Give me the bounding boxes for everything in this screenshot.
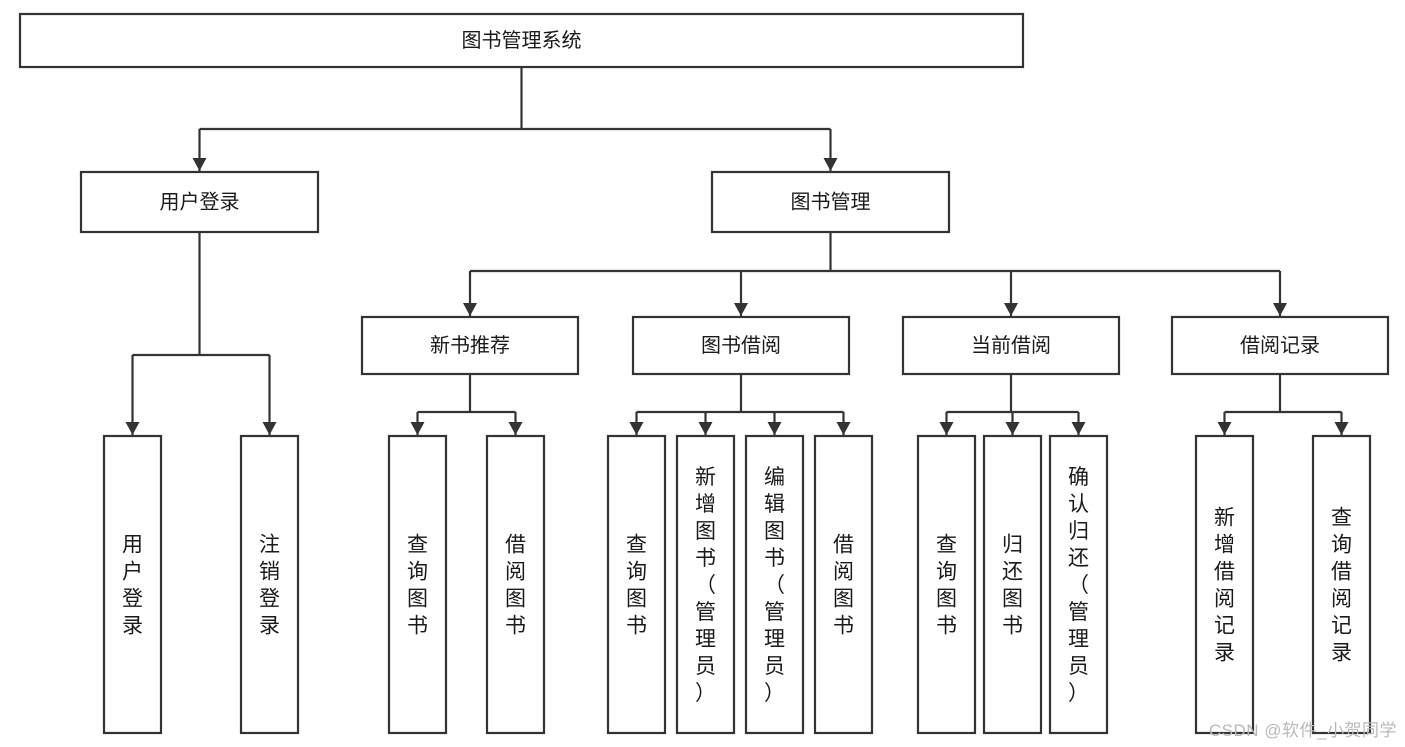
node-box-borrow-book-2 bbox=[813, 434, 874, 735]
node-box-query-book-3 bbox=[916, 434, 977, 735]
node-query-book-2[interactable]: 查询图书 bbox=[606, 434, 667, 735]
connector-arrow bbox=[836, 422, 851, 435]
connector-arrow bbox=[192, 158, 207, 171]
node-edit-book-admin[interactable]: 编辑图书（管理员） bbox=[744, 434, 805, 735]
node-query-borrow-record[interactable]: 查询借阅记录 bbox=[1311, 434, 1372, 735]
connector-arrow bbox=[410, 422, 425, 435]
connector-arrow bbox=[1005, 422, 1020, 435]
connector-arrow bbox=[734, 303, 748, 316]
node-query-book-1[interactable]: 查询图书 bbox=[387, 434, 448, 735]
node-confirm-return-admin[interactable]: 确认归还（管理员） bbox=[1048, 434, 1109, 735]
node-box-user-login bbox=[79, 170, 320, 234]
connector-arrow bbox=[1334, 422, 1349, 435]
node-label-query-book-3: 查询图书 bbox=[936, 534, 957, 638]
node-label-user-login-do: 用户登录 bbox=[122, 534, 143, 638]
node-box-borrow-book-1 bbox=[485, 434, 546, 735]
connector-arrow bbox=[508, 422, 523, 435]
node-box-return-book bbox=[982, 434, 1043, 735]
node-label-confirm-return-admin: 确认归还（管理员） bbox=[1068, 466, 1089, 705]
node-borrow-records[interactable]: 借阅记录 bbox=[1170, 315, 1390, 376]
connector-arrow bbox=[629, 422, 644, 435]
node-box-edit-book-admin bbox=[744, 434, 805, 735]
connector-arrow bbox=[767, 422, 782, 435]
node-box-query-book-1 bbox=[387, 434, 448, 735]
node-box-borrow-records bbox=[1170, 315, 1390, 376]
node-user-login-do[interactable]: 用户登录 bbox=[102, 434, 163, 735]
node-query-book-3[interactable]: 查询图书 bbox=[916, 434, 977, 735]
node-return-book[interactable]: 归还图书 bbox=[982, 434, 1043, 735]
node-box-new-book-recommend bbox=[360, 315, 580, 376]
node-box-user-logout bbox=[239, 434, 300, 735]
connector-arrow bbox=[1071, 422, 1086, 435]
node-label-edit-book-admin: 编辑图书（管理员） bbox=[764, 466, 785, 705]
node-box-confirm-return-admin bbox=[1048, 434, 1109, 735]
connector-arrow bbox=[698, 422, 713, 435]
node-root[interactable]: 图书管理系统 bbox=[18, 12, 1025, 69]
node-label-current-borrow: 当前借阅 bbox=[971, 334, 1051, 357]
node-box-query-book-2 bbox=[606, 434, 667, 735]
node-label-query-book-2: 查询图书 bbox=[626, 534, 647, 638]
node-new-book-recommend[interactable]: 新书推荐 bbox=[360, 315, 580, 376]
node-add-borrow-record[interactable]: 新增借阅记录 bbox=[1194, 434, 1255, 735]
node-box-add-borrow-record bbox=[1194, 434, 1255, 735]
node-box-user-login-do bbox=[102, 434, 163, 735]
csdn-watermark: CSDN @软件_小贺同学 bbox=[1208, 721, 1397, 740]
connector-arrow bbox=[125, 422, 140, 435]
node-label-add-borrow-record: 新增借阅记录 bbox=[1214, 507, 1235, 665]
node-book-borrow[interactable]: 图书借阅 bbox=[631, 315, 851, 376]
connector-arrow bbox=[262, 422, 277, 435]
node-label-add-book-admin: 新增图书（管理员） bbox=[695, 466, 716, 705]
node-label-borrow-book-2: 借阅图书 bbox=[833, 534, 854, 638]
node-label-query-book-1: 查询图书 bbox=[407, 534, 428, 638]
node-box-current-borrow bbox=[901, 315, 1121, 376]
node-borrow-book-1[interactable]: 借阅图书 bbox=[485, 434, 546, 735]
node-box-query-borrow-record bbox=[1311, 434, 1372, 735]
node-box-add-book-admin bbox=[675, 434, 736, 735]
node-label-book-borrow: 图书借阅 bbox=[701, 334, 781, 357]
node-user-logout[interactable]: 注销登录 bbox=[239, 434, 300, 735]
connector-arrow bbox=[1273, 303, 1287, 316]
node-label-return-book: 归还图书 bbox=[1002, 534, 1023, 638]
node-label-new-book-recommend: 新书推荐 bbox=[430, 334, 510, 357]
node-add-book-admin[interactable]: 新增图书（管理员） bbox=[675, 434, 736, 735]
node-label-borrow-book-1: 借阅图书 bbox=[505, 534, 526, 638]
node-current-borrow[interactable]: 当前借阅 bbox=[901, 315, 1121, 376]
node-box-book-borrow bbox=[631, 315, 851, 376]
node-label-query-borrow-record: 查询借阅记录 bbox=[1331, 507, 1352, 665]
node-user-login[interactable]: 用户登录 bbox=[79, 170, 320, 234]
node-label-user-login: 用户登录 bbox=[160, 190, 240, 213]
connector-arrow bbox=[823, 158, 838, 171]
node-box-book-management bbox=[710, 170, 951, 234]
connector-arrow bbox=[939, 422, 954, 435]
node-label-user-logout: 注销登录 bbox=[259, 534, 280, 638]
connector-arrow bbox=[463, 303, 477, 316]
node-label-borrow-records: 借阅记录 bbox=[1240, 334, 1320, 357]
node-book-management[interactable]: 图书管理 bbox=[710, 170, 951, 234]
connector-arrow bbox=[1004, 303, 1018, 316]
node-box-root bbox=[18, 12, 1025, 69]
node-label-root: 图书管理系统 bbox=[462, 29, 582, 52]
connector-arrow bbox=[1217, 422, 1232, 435]
node-label-book-management: 图书管理 bbox=[791, 190, 871, 213]
node-borrow-book-2[interactable]: 借阅图书 bbox=[813, 434, 874, 735]
